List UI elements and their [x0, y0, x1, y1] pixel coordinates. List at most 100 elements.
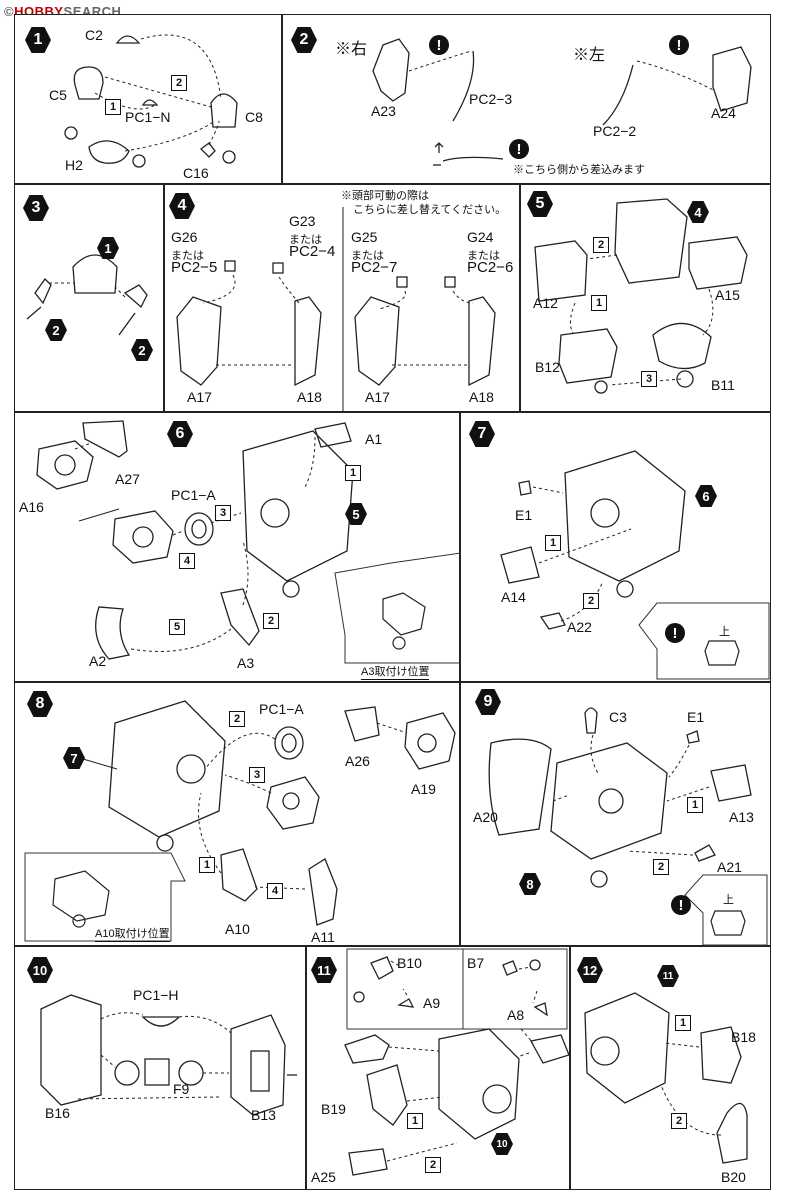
step-reference: 10 [491, 1133, 513, 1155]
label-up: 上 [719, 626, 730, 638]
step-reference: 2 [45, 319, 67, 341]
step-2-parts-illustration [372, 38, 752, 166]
label-a17: A17 [187, 389, 212, 405]
step-reference: 4 [687, 201, 709, 223]
inset-caption: A10取付け位置 [95, 925, 170, 942]
label-c5: C5 [49, 87, 67, 103]
label-b12: B12 [535, 359, 560, 375]
label-a27: A27 [115, 471, 140, 487]
inset-caption: A3取付け位置 [361, 663, 430, 680]
label-e1: E1 [687, 709, 705, 725]
left-side-note: ※左 [573, 47, 606, 64]
arrow-box: 1 [345, 465, 361, 481]
label-pc2-7: PC2−7 [351, 259, 398, 276]
step-11-parts-illustration [344, 948, 570, 1176]
label-c8: C8 [245, 109, 263, 125]
step-reference: 1 [97, 237, 119, 259]
warning-icon: ! [665, 623, 685, 643]
arrow-box: 2 [593, 237, 609, 253]
label-mata: または [289, 234, 322, 246]
label-pc1-a: PC1−A [259, 701, 304, 717]
label-c2: C2 [85, 27, 103, 43]
label-up: 上 [723, 894, 734, 906]
label-e1: E1 [515, 507, 533, 523]
arrow-box: 3 [215, 505, 231, 521]
step-reference: 11 [657, 965, 679, 987]
arrow-box: 1 [199, 857, 215, 873]
arrow-box: 2 [653, 859, 669, 875]
label-b18: B18 [731, 1029, 756, 1045]
step-8-parts-illustration [24, 700, 456, 942]
arrow-box: 1 [407, 1113, 423, 1129]
label-a10: A10 [225, 921, 250, 937]
label-a11: A11 [311, 929, 335, 945]
step-1-parts-illustration [64, 34, 238, 168]
step-5-parts-illustration [534, 198, 748, 394]
arrow-box: 1 [591, 295, 607, 311]
label-c3: C3 [609, 709, 627, 725]
label-pc2-5: PC2−5 [171, 259, 218, 276]
step-12-panel: 12 11 1 B18 2 B20 [570, 946, 771, 1190]
label-pc2-4: PC2−4 [289, 243, 336, 260]
label-pc1-a: PC1−A [171, 487, 216, 503]
step-10-parts-illustration [40, 994, 297, 1116]
arrow-box: 1 [545, 535, 561, 551]
arrow-box: 1 [687, 797, 703, 813]
label-a19: A19 [411, 781, 436, 797]
label-a15: A15 [715, 287, 740, 303]
step-8-panel: 8 7 2 PC1−A 3 A26 A19 1 4 A10 A11 A10取付け… [14, 682, 460, 946]
step-11-panel: 11 B10 A9 B7 A8 B19 1 10 2 A25 [306, 946, 570, 1190]
label-a24: A24 [711, 105, 736, 121]
warning-icon: ! [429, 35, 449, 55]
label-a17: A17 [365, 389, 390, 405]
step-4-parts-illustration [176, 207, 496, 413]
label-pc2-2: PC2−2 [593, 123, 637, 139]
step-number: 2 [291, 27, 317, 53]
arrow-box: 2 [263, 613, 279, 629]
warning-icon: ! [669, 35, 689, 55]
step-reference: 6 [695, 485, 717, 507]
label-a26: A26 [345, 753, 370, 769]
arrow-box: 3 [641, 371, 657, 387]
label-a18: A18 [297, 389, 322, 405]
step-number: 9 [475, 689, 501, 715]
arrow-box: 5 [169, 619, 185, 635]
label-pc1n: PC1−N [125, 109, 171, 125]
warning-icon: ! [671, 895, 691, 915]
step-5-panel: 5 4 2 A12 1 A15 B12 3 B11 [520, 184, 771, 412]
right-side-note: ※右 [335, 41, 368, 58]
label-a13: A13 [729, 809, 754, 825]
step-4-panel: 4 ※頭部可動の際は こちらに差し替えてください。 G26 または PC2−5 … [164, 184, 520, 413]
label-g23: G23 [289, 213, 316, 229]
arrow-box: 4 [267, 883, 283, 899]
label-a18: A18 [469, 389, 494, 405]
label-a20: A20 [473, 809, 498, 825]
label-a2: A2 [89, 653, 107, 669]
label-a22: A22 [567, 619, 592, 635]
step-2-panel: 2 ※右 ! ※左 ! A23 PC2−3 PC2−2 A24 ! ※こちら側か… [282, 14, 771, 184]
label-a25: A25 [311, 1169, 336, 1185]
label-b16: B16 [45, 1105, 70, 1121]
step-1-panel: 1 C2 C5 2 1 PC1−N C8 H2 C16 [14, 14, 282, 184]
label-a8: A8 [507, 1007, 525, 1023]
arrow-box: 3 [249, 767, 265, 783]
label-g26: G26 [171, 229, 198, 245]
label-a3: A3 [237, 655, 255, 671]
arrow-box: 4 [179, 553, 195, 569]
label-b7: B7 [467, 955, 485, 971]
step-reference: 8 [519, 873, 541, 895]
label-a12: A12 [533, 295, 558, 311]
label-c16: C16 [183, 165, 209, 181]
label-b10: B10 [397, 955, 422, 971]
arrow-box: 2 [425, 1157, 441, 1173]
step-9-parts-illustration [488, 707, 768, 946]
step-reference: 2 [131, 339, 153, 361]
step-3-parts-illustration [26, 254, 148, 336]
arrow-box: 2 [171, 75, 187, 91]
arrow-box: 2 [583, 593, 599, 609]
label-f9: F9 [173, 1081, 190, 1097]
head-movable-note: ※頭部可動の際は こちらに差し替えてください。 [341, 190, 507, 216]
label-mata: または [351, 250, 384, 262]
warning-icon: ! [509, 139, 529, 159]
label-g24: G24 [467, 229, 494, 245]
